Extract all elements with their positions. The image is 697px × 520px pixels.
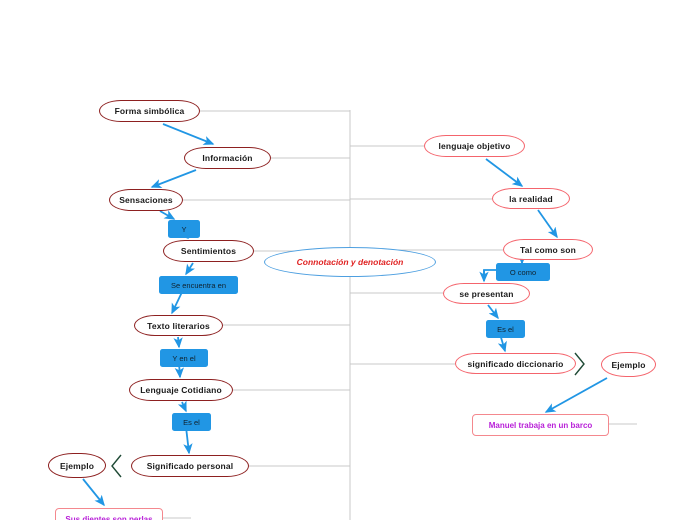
link-label-chip-o-como[interactable]: O como [496, 263, 550, 281]
node-significado-diccionario[interactable]: significado diccionario [455, 353, 576, 374]
node-texto-literarios[interactable]: Texto literarios [134, 315, 223, 336]
node-lenguaje-objetivo[interactable]: lenguaje objetivo [424, 135, 525, 157]
arrow-sensaciones-y [159, 210, 176, 220]
arrow-texto-yenel [173, 336, 183, 349]
node-ejemplo-left[interactable]: Ejemplo [48, 453, 106, 478]
arrow-sentimientos-chip [185, 262, 195, 276]
arrow-objetivo-realidad [485, 158, 524, 187]
bracket-right [574, 352, 585, 376]
node-sentimientos[interactable]: Sentimientos [163, 240, 254, 262]
arrow-forma-informacion [162, 123, 215, 145]
node-sensaciones[interactable]: Sensaciones [109, 189, 183, 211]
link-label-chip-y[interactable]: Y [168, 220, 200, 238]
node-la-realidad[interactable]: la realidad [492, 188, 570, 209]
arrow-presentan-esel [487, 304, 499, 320]
arrow-informacion-sensaciones [150, 169, 197, 188]
node-significado-personal[interactable]: Significado personal [131, 455, 249, 477]
link-label-chip-se-encuentra-en[interactable]: Se encuentra en [159, 276, 238, 294]
arrow-realidad-tal [537, 209, 558, 239]
node-informacion[interactable]: Información [184, 147, 271, 169]
link-label-chip-y-en-el[interactable]: Y en el [160, 349, 208, 367]
node-forma-simbolica[interactable]: Forma simbólica [99, 100, 200, 122]
node-se-presentan[interactable]: se presentan [443, 283, 530, 304]
link-label-chip-es-el-right[interactable]: Es el [486, 320, 525, 338]
bracket-left [111, 454, 122, 478]
link-label-chip-es-el-left[interactable]: Es el [172, 413, 211, 431]
leaf-leaf-manuel[interactable]: Manuel trabaja en un barco [472, 414, 609, 436]
node-tal-como-son[interactable]: Tal como son [503, 239, 593, 260]
arrow-ejemplo-dientes [82, 478, 105, 507]
center-node-connotacion-denotacion[interactable]: Connotación y denotación [264, 247, 436, 277]
node-ejemplo-right[interactable]: Ejemplo [601, 352, 656, 377]
leaf-leaf-dientes[interactable]: Sus dientes son perlas [55, 508, 163, 520]
arrow-ejemplo-manuel [544, 377, 608, 413]
arrow-lenguaje-esel [177, 400, 187, 413]
node-lenguaje-cotidiano[interactable]: Lenguaje Cotidiano [129, 379, 233, 401]
